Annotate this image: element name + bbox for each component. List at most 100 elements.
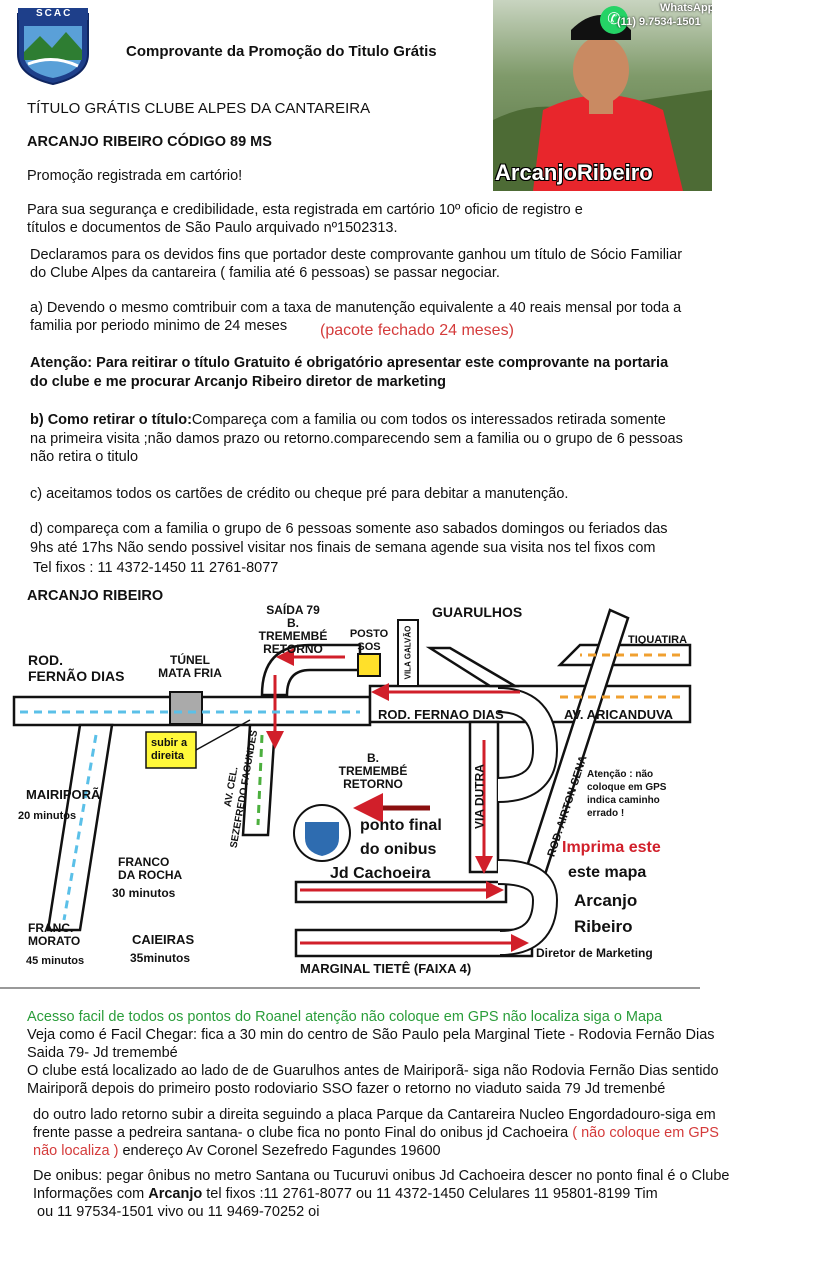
- map-via-dutra: VIA DUTRA: [472, 764, 487, 829]
- photo-caption: ArcanjoRibeiro: [495, 160, 653, 185]
- map-arcanjo: Arcanjo: [574, 891, 638, 910]
- footer-green: Acesso facil de todos os pontos do Roane…: [27, 1009, 663, 1025]
- map-guarulhos: GUARULHOS: [432, 604, 523, 620]
- map-posto-sos: POSTO SOS: [348, 628, 390, 654]
- map-saida-79-line2: B. TREMEMBÉ: [258, 616, 328, 643]
- map-este-mapa: este mapa: [568, 864, 647, 881]
- map-franc-morato: FRANC. MORATO: [28, 922, 80, 948]
- doc-pc: c) aceitamos todos os cartões de crédito…: [30, 486, 569, 502]
- map-tremembe-line2: RETORNO: [343, 777, 403, 791]
- whatsapp-icon: ✆: [600, 6, 628, 34]
- map-franco-line2: DA ROCHA: [118, 868, 183, 882]
- footer-g3: não localiza ) endereço Av Coronel Sezef…: [33, 1142, 441, 1160]
- map-tiquatira: TIQUATIRA: [628, 634, 688, 646]
- map-franc-line1: FRANC.: [28, 921, 74, 935]
- doc-p1a: Para sua segurança e credibilidade, esta…: [27, 202, 583, 218]
- map-tunel: TÚNEL MATA FRIA: [150, 654, 230, 680]
- logo-text: SCAC: [36, 8, 73, 19]
- map-ponto-line1: ponto final: [360, 817, 442, 834]
- footer-f2: Saida 79- Jd tremembé: [27, 1045, 178, 1061]
- map-gps-line1: Atenção : não: [587, 769, 654, 780]
- map-franco-rocha: FRANCO DA ROCHA: [118, 856, 182, 882]
- map-diretor: Diretor de Marketing: [536, 946, 653, 960]
- footer-f3: O clube está localizado ao lado de de Gu…: [27, 1063, 719, 1079]
- footer-g3-red: não localiza ): [33, 1143, 119, 1159]
- footer-g2-red: ( não coloque em GPS: [572, 1125, 719, 1141]
- footer-g2-text: frente passe a pedreira santana- o clube…: [33, 1125, 569, 1141]
- map-franco-time: 30 minutos: [112, 886, 176, 900]
- doc-p1b: títulos e documentos de São Paulo arquiv…: [27, 220, 398, 236]
- map-caieiras-time: 35minutos: [130, 951, 191, 965]
- doc-pa2: familia por periodo minimo de 24 meses: [30, 318, 288, 334]
- doc-line-3: Promoção registrada em cartório!: [27, 168, 243, 184]
- footer-f4: Mairiporã depois do primeiro posto rodov…: [27, 1081, 666, 1097]
- shield-logo-icon: [17, 8, 89, 86]
- map-gps-note: Atenção : não coloque em GPS indica cami…: [587, 768, 666, 820]
- map-gps-line2: coloque em GPS: [587, 782, 667, 793]
- map-ponto-line3: Jd Cachoeira: [330, 865, 431, 882]
- footer-h3: ou 11 97534-1501 vivo ou 11 9469-70252 o…: [37, 1204, 320, 1220]
- footer-g1: do outro lado retorno subir a direita se…: [33, 1107, 716, 1123]
- map-ribeiro: Ribeiro: [574, 917, 633, 936]
- footer-g2: frente passe a pedreira santana- o clube…: [33, 1124, 719, 1142]
- club-logo: SCAC: [10, 4, 96, 86]
- doc-pb1-text: Compareça com a familia ou com todos os …: [191, 412, 666, 428]
- footer-h2: Informações com Arcanjo tel fixos :11 27…: [33, 1185, 658, 1203]
- doc-attention-2: do clube e me procurar Arcanjo Ribeiro d…: [30, 374, 447, 390]
- map-ponto-line2: do onibus: [360, 841, 437, 858]
- doc-pd2: 9hs até 17hs Não sendo possivel visitar …: [30, 540, 656, 556]
- footer-h2c: tel fixos :11 2761-8077 ou 11 4372-1450 …: [206, 1186, 658, 1202]
- profile-photo: ✆ WhatsApp (11) 9.7534-1501 ArcanjoRibei…: [493, 0, 712, 191]
- doc-pb3: não retira o titulo: [30, 449, 139, 465]
- doc-pd3: Tel fixos : 11 4372-1450 11 2761-8077: [33, 560, 279, 576]
- person-photo-icon: [493, 15, 712, 191]
- footer-h2b: Arcanjo: [148, 1186, 203, 1202]
- route-map-drawing: [0, 608, 700, 989]
- footer-g3-text: endereço Av Coronel Sezefredo Fagundes 1…: [122, 1143, 441, 1159]
- doc-pa-note: (pacote fechado 24 meses): [320, 322, 514, 339]
- doc-pa1: a) Devendo o mesmo comtribuir com a taxa…: [30, 300, 682, 316]
- map-tremembe-retorno: B. TREMEMBÉ RETORNO: [336, 752, 410, 791]
- doc-line-1: TÍTULO GRÁTIS CLUBE ALPES DA CANTAREIRA: [27, 100, 371, 117]
- map-tremembe-line1: B. TREMEMBÉ: [338, 751, 408, 778]
- map-imprima: Imprima este: [562, 839, 661, 856]
- footer-f1: Veja como é Facil Chegar: fica a 30 min …: [27, 1027, 715, 1043]
- map-posto-line2: SOS: [357, 641, 381, 653]
- map-vila-galvao: VILA GALVÃO: [403, 625, 413, 680]
- map-franc-time: 45 minutos: [26, 955, 85, 967]
- doc-sign: ARCANJO RIBEIRO: [27, 588, 164, 604]
- route-map: SAÍDA 79 B. TREMEMBÉ RETORNO POSTO SOS G…: [0, 600, 816, 990]
- doc-pb2: na primeira visita ;não damos prazo ou r…: [30, 431, 683, 447]
- map-mairipora-time: 20 minutos: [18, 810, 77, 822]
- map-franco-line1: FRANCO: [118, 855, 170, 869]
- map-subir-direita: subir a direita: [151, 737, 188, 762]
- map-fernao-line2: FERNÃO DIAS: [28, 668, 125, 684]
- doc-pd1: d) compareça com a familia o grupo de 6 …: [30, 521, 668, 537]
- whatsapp-number: (11) 9.7534-1501: [617, 16, 701, 28]
- map-fernao-line1: ROD.: [28, 652, 63, 668]
- map-mairipora: MAIRIPORÃ: [26, 787, 101, 802]
- map-fernao-dias: ROD. FERNÃO DIAS: [28, 652, 124, 684]
- footer-h1: De onibus: pegar ônibus no metro Santana…: [33, 1168, 730, 1184]
- doc-attention-1: Atenção: Para reitirar o título Gratuito…: [30, 355, 669, 371]
- map-posto-line1: POSTO: [349, 628, 389, 640]
- doc-pb1: b) Como retirar o título:Compareça com a…: [30, 411, 666, 429]
- map-saida-79: SAÍDA 79 B. TREMEMBÉ RETORNO: [258, 604, 328, 656]
- doc-line-2: ARCANJO RIBEIRO CÓDIGO 89 MS: [27, 134, 272, 150]
- map-gps-line4: errado !: [587, 808, 625, 819]
- map-saida-79-line1: SAÍDA 79: [266, 603, 320, 617]
- map-marginal: MARGINAL TIETÊ (FAIXA 4): [300, 961, 472, 976]
- doc-p2a: Declaramos para os devidos fins que port…: [30, 247, 683, 263]
- map-aricanduva: AV. ARICANDUVA: [564, 707, 674, 722]
- map-tunel-line1: TÚNEL: [170, 653, 210, 667]
- whatsapp-label: WhatsApp: [660, 2, 712, 14]
- map-tunel-line2: MATA FRIA: [158, 666, 222, 680]
- map-ponto-final: ponto final do onibus Jd Cachoeira: [330, 814, 442, 886]
- map-caieiras: CAIEIRAS: [132, 932, 195, 947]
- page-title: Comprovante da Promoção do Titulo Grátis: [126, 43, 437, 60]
- map-gps-line3: indica caminho: [587, 795, 660, 806]
- footer-h2a: Informações com: [33, 1186, 145, 1202]
- doc-p2b: do Clube Alpes da cantareira ( familia a…: [30, 265, 500, 281]
- map-saida-79-line3: RETORNO: [263, 642, 323, 656]
- map-franc-line2: MORATO: [28, 934, 81, 948]
